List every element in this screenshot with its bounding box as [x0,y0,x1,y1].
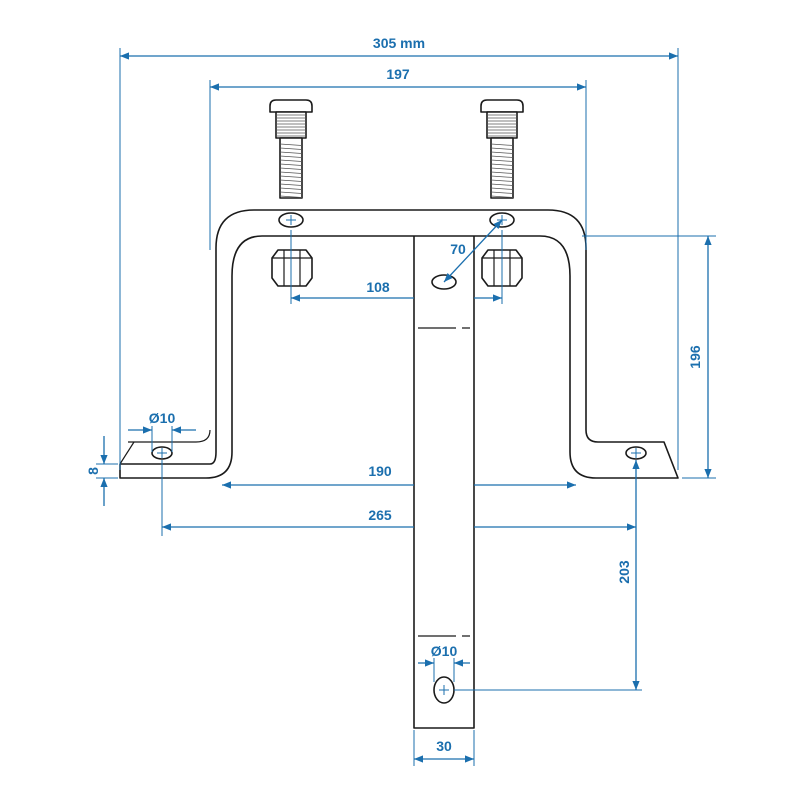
dim-foot-thickness: 8 [85,436,108,506]
dim-bar-width-label: 30 [436,738,452,754]
dim-inner-width-label: 190 [368,463,392,479]
left-nut [271,249,313,287]
left-bolt [269,99,313,199]
dim-foot-thickness-label: 8 [85,467,101,475]
dim-bar-width: 30 [414,738,474,763]
dim-bolt-diagonal: 70 [443,219,503,283]
dim-height: 196 [687,236,712,478]
dim-overall-width-label: 305 mm [373,35,425,51]
dim-bar-hole-distance: 203 [616,460,640,690]
dim-bolt-diagonal-label: 70 [450,241,466,257]
dim-inner-width: 190 [222,463,576,489]
dim-foot-hole-span: 265 [162,507,636,531]
dim-bar-hole-label: Ø10 [431,643,458,659]
extension-lines [96,48,716,766]
bolt-threads [276,114,517,198]
dim-height-label: 196 [687,345,703,369]
dim-overall-width: 305 mm [120,35,678,60]
flat-bar [413,231,475,729]
dim-bolt-span-label: 197 [386,66,410,82]
dim-nut-offset-label: 108 [366,279,390,295]
right-bolt [480,99,524,199]
dim-foot-hole-span-label: 265 [368,507,392,523]
u-bracket [119,209,679,479]
dim-bar-hole-distance-label: 203 [616,560,632,584]
dim-foot-hole-label: Ø10 [149,410,176,426]
hole-centre-marks [157,215,641,695]
dim-bolt-span: 197 [210,66,586,91]
dim-nut-offset: 108 [291,279,502,302]
dim-bar-hole: Ø10 [418,643,470,667]
dim-foot-hole: Ø10 [128,410,196,434]
